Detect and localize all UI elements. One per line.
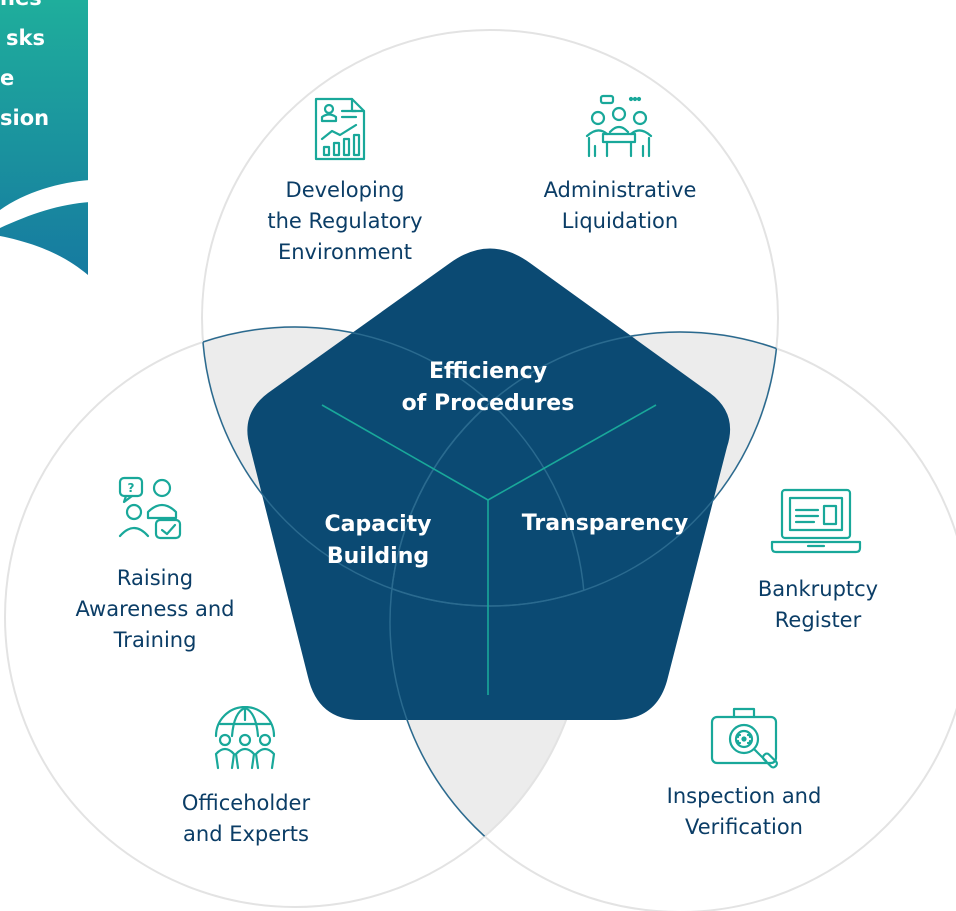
core-efficiency-line-2: of Procedures xyxy=(401,391,575,416)
label-inspection: Inspection and Verification xyxy=(634,781,854,843)
ribbon-text: nes sks e sion xyxy=(0,0,90,138)
label-regulatory-line-3: Environment xyxy=(277,240,413,264)
label-register-line-1: Bankruptcy xyxy=(757,577,879,601)
core-efficiency-line-1: Efficiency xyxy=(428,359,548,384)
label-regulatory-line-1: Developing xyxy=(285,178,405,202)
core-pentagon xyxy=(247,248,731,720)
label-awareness-line-2: Awareness and xyxy=(75,597,235,621)
report-chart-icon xyxy=(314,97,366,161)
pentagon-arcs xyxy=(202,326,778,606)
meeting-table-icon xyxy=(585,94,653,158)
svg-text:?: ? xyxy=(128,481,135,495)
ribbon-line-4: sion xyxy=(0,106,50,130)
label-inspection-line-2: Verification xyxy=(685,815,803,839)
label-liquidation: Administrative Liquidation xyxy=(520,175,720,237)
ribbon-line-3: e xyxy=(0,66,15,90)
label-officeholder-line-2: and Experts xyxy=(183,822,309,846)
core-efficiency-label: Efficiency of Procedures xyxy=(388,356,588,420)
label-register-line-2: Register xyxy=(774,608,862,632)
laptop-register-icon xyxy=(770,488,862,554)
label-officeholder: Officeholder and Experts xyxy=(146,788,346,850)
core-dividers xyxy=(321,404,657,695)
label-regulatory-line-2: the Regulatory xyxy=(267,209,423,233)
core-transparency-label: Transparency xyxy=(521,511,689,536)
ribbon-line-2: sks xyxy=(6,26,45,50)
label-awareness: Raising Awareness and Training xyxy=(55,563,255,656)
ribbon-banner xyxy=(0,0,90,275)
core-capacity-line-1: Capacity xyxy=(324,512,432,537)
label-officeholder-line-1: Officeholder xyxy=(181,791,311,815)
core-capacity-line-2: Building xyxy=(326,544,430,569)
pentagon-arcs-right xyxy=(390,332,779,607)
label-awareness-line-1: Raising xyxy=(116,566,194,590)
consultation-icon: ? xyxy=(118,476,182,540)
label-liquidation-line-1: Administrative xyxy=(543,178,697,202)
label-regulatory: Developing the Regulatory Environment xyxy=(240,175,450,268)
label-awareness-line-3: Training xyxy=(113,628,197,652)
global-network-icon xyxy=(214,706,276,770)
ribbon-line-1: nes xyxy=(0,0,90,18)
label-liquidation-line-2: Liquidation xyxy=(561,209,679,233)
core-capacity-label: Capacity Building xyxy=(308,509,448,573)
briefcase-inspection-icon xyxy=(710,707,778,769)
label-register: Bankruptcy Register xyxy=(718,574,918,636)
label-inspection-line-1: Inspection and xyxy=(666,784,822,808)
